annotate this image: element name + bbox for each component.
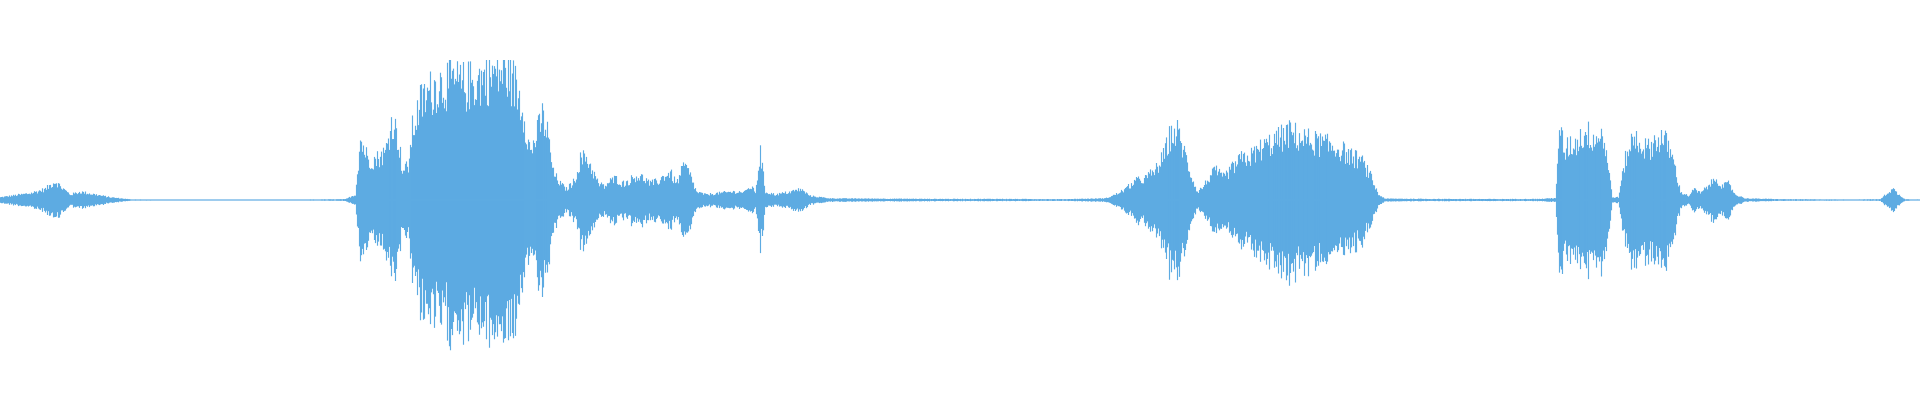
waveform-bars [0,60,1920,351]
